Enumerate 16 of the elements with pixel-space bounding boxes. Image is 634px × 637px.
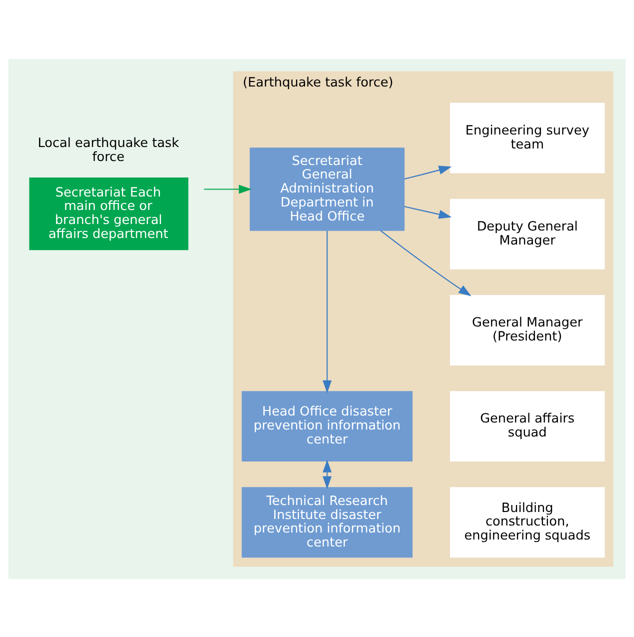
node-box: Building construction, engineering squads [450,486,605,558]
node-box: Technical Research Institute disaster prevention information center [242,486,413,558]
arrow [322,230,332,393]
node-box: Secretariat Each main office or branch's general affairs department [29,177,188,250]
node-box: Engineering survey team [450,102,605,173]
node-box: General Manager (President) [450,294,605,365]
arrow [204,184,252,194]
arrow [322,459,332,489]
node-box: General affairs squad [450,390,605,462]
node-label: Local earthquake task force [38,136,180,165]
arrow [404,165,452,179]
node-box: Head Office disaster prevention information center [242,390,413,462]
arrow [380,230,472,296]
node-box: Secretariat General Administration Department in Head Office [250,147,405,230]
node-box: Deputy General Manager [450,198,605,269]
arrow [404,205,452,218]
